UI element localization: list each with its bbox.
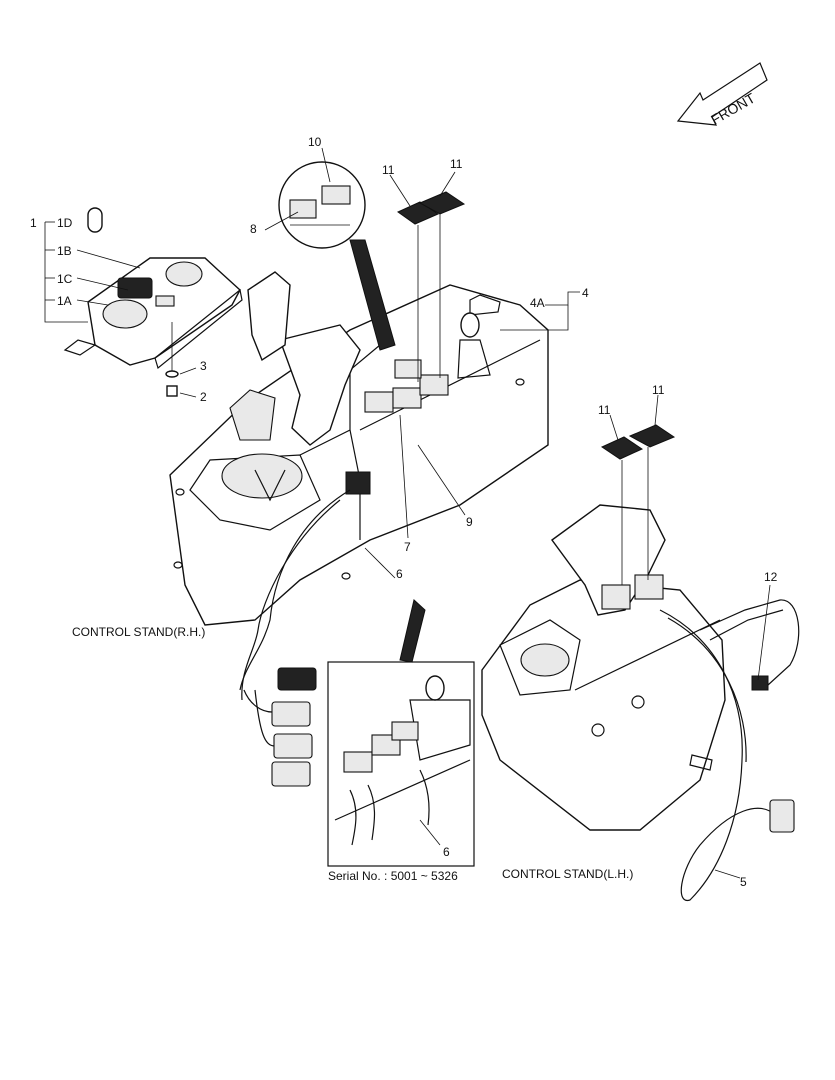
detail-circle-switches — [278, 161, 396, 351]
front-arrow: FRONT — [676, 62, 768, 128]
callout-7: 7 — [404, 540, 411, 554]
rh-control-stand — [169, 271, 549, 626]
callout-5: 5 — [740, 875, 747, 889]
callout-1D: 1D — [57, 216, 73, 230]
instrument-cluster — [63, 257, 243, 370]
item-4-bracket — [500, 291, 580, 331]
callout-10: 10 — [308, 135, 322, 149]
callout-8: 8 — [250, 222, 257, 236]
callout-4: 4 — [582, 286, 589, 300]
front-label: FRONT — [708, 90, 758, 128]
screw-washer — [165, 322, 197, 398]
callout-1A: 1A — [57, 294, 72, 308]
callout-11-top-right: 11 — [450, 157, 463, 171]
callout-12: 12 — [764, 570, 778, 584]
callout-6-rh: 6 — [396, 567, 403, 581]
callout-1C: 1C — [57, 272, 73, 286]
switch-covers-top — [396, 191, 466, 382]
callout-2: 2 — [200, 390, 207, 404]
callout-6-detail: 6 — [443, 845, 450, 859]
caption-lh-stand: CONTROL STAND(L.H.) — [502, 867, 633, 881]
lh-control-stand — [481, 424, 726, 831]
callouts: 1 1D 1B 1C 1A 3 2 10 8 11 11 4A 4 11 11 … — [30, 135, 778, 889]
caption-serial: Serial No. : 5001 ~ 5326 — [328, 869, 458, 883]
detail-box-serial — [327, 599, 475, 867]
lh-harness — [659, 599, 800, 901]
rh-harness — [239, 489, 351, 787]
callout-4A: 4A — [530, 296, 545, 310]
leader-lines — [264, 147, 771, 879]
callout-11-top-left: 11 — [382, 163, 395, 177]
callout-1: 1 — [30, 216, 37, 230]
item-1-bracket — [44, 207, 141, 323]
callout-9: 9 — [466, 515, 473, 529]
callout-11-lh-left: 11 — [598, 403, 611, 417]
caption-rh-stand: CONTROL STAND(R.H.) — [72, 625, 205, 639]
callout-11-lh-right: 11 — [652, 383, 665, 397]
callout-1B: 1B — [57, 244, 72, 258]
callout-3: 3 — [200, 359, 207, 373]
